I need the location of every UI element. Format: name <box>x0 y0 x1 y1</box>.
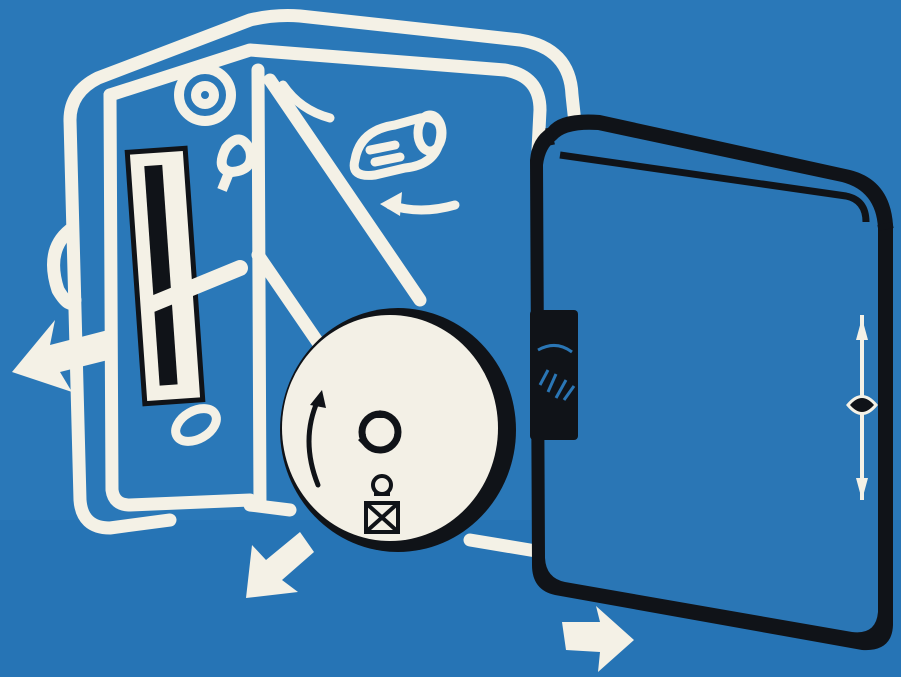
side-cover-icon <box>530 115 893 651</box>
